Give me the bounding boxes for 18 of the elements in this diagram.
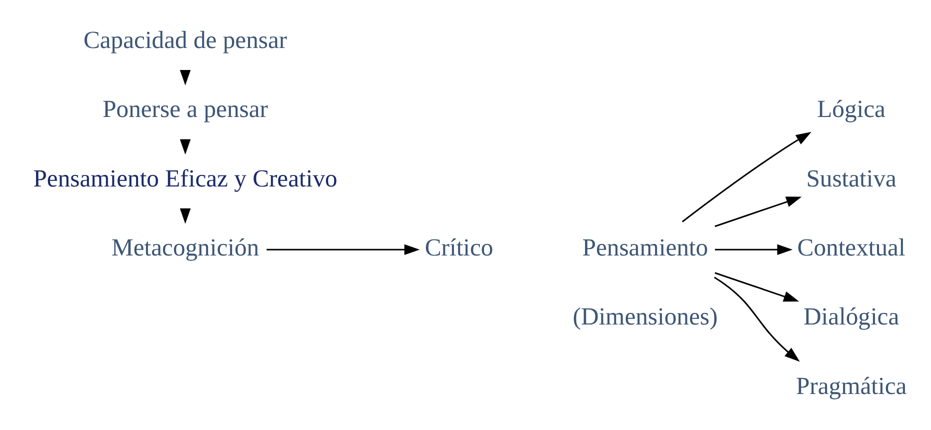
node-text: Pragmática xyxy=(795,372,906,400)
node-text: Capacidad de pensar xyxy=(82,26,287,54)
arrow xyxy=(713,276,800,362)
label: (Dimensiones) xyxy=(572,304,718,331)
arrow xyxy=(714,272,799,302)
arrow xyxy=(681,132,811,222)
node-text: Pensamiento Eficaz y Creativo xyxy=(32,165,337,192)
node-text: Lógica xyxy=(816,96,885,124)
node-text: Ponerse a pensar xyxy=(102,96,268,124)
node-text: Sustativa xyxy=(806,165,896,192)
arrow xyxy=(714,196,802,228)
node-text: Contextual xyxy=(796,234,905,262)
node-text: Crítico xyxy=(424,234,493,262)
node-text: Dialógica xyxy=(802,304,899,331)
arrow xyxy=(714,244,792,255)
node-text: Metacognición xyxy=(110,234,259,262)
node-text: Pensamiento xyxy=(582,234,708,262)
arrow xyxy=(266,244,420,255)
